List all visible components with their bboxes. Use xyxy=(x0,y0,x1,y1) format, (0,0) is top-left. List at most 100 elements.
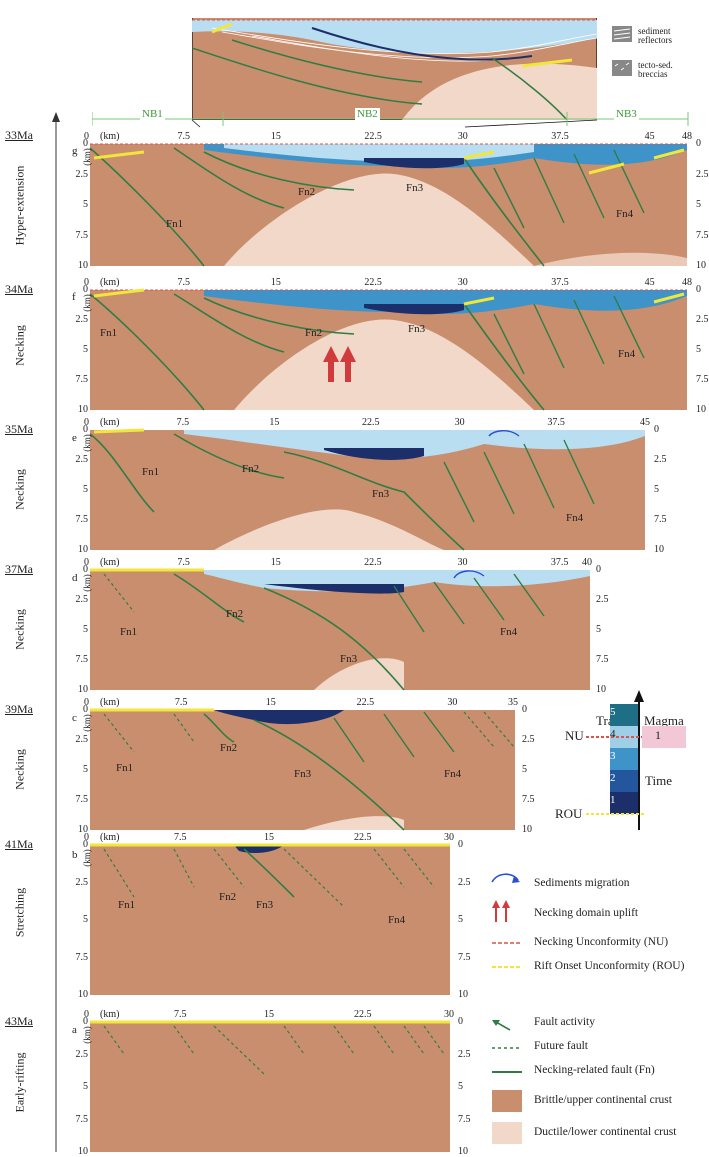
fault-label-b-fn3: Fn3 xyxy=(256,899,274,911)
depth-tick-b: 7.5 xyxy=(458,951,471,963)
depth-tick-left-f: 5 xyxy=(83,344,88,355)
legend-necking-uplift: Necking domain uplift xyxy=(534,907,639,919)
depth-unit-g: (km) xyxy=(81,148,92,166)
depth-tick-a: 10 xyxy=(458,1146,468,1157)
depth-tick-left-g: 10 xyxy=(78,260,88,271)
fault-label-f-fn1: Fn1 xyxy=(100,327,118,339)
x-tick-c: 35 xyxy=(508,697,518,708)
fault-label-f-fn2: Fn2 xyxy=(305,327,323,339)
depth-tick-d: 10 xyxy=(596,684,606,695)
domain-bar xyxy=(92,112,689,126)
depth-unit-c: (km) xyxy=(81,714,92,732)
magma-header: Magma xyxy=(644,713,684,728)
x-tick-f: 7.5 xyxy=(177,277,190,288)
depth-tick-f: 7.5 xyxy=(696,374,709,385)
panel-b xyxy=(90,843,450,995)
x-tick-a: 30 xyxy=(444,1009,454,1020)
km-unit-c: (km) xyxy=(100,697,120,708)
depth-tick-left-f: 2.5 xyxy=(75,314,89,325)
x-tick-a: 22.5 xyxy=(354,1009,372,1020)
legend-nu: Necking Unconformity (NU) xyxy=(534,936,669,948)
inset-legend-breccias: tecto-sed. breccias xyxy=(638,60,673,79)
depth-tick-e: 10 xyxy=(654,544,664,555)
fault-label-d-fn4: Fn4 xyxy=(500,626,518,638)
depth-tick-left-g: 5 xyxy=(83,199,88,210)
x-tick-d: 0 xyxy=(84,557,89,568)
depth-tick-c: 2.5 xyxy=(522,734,535,745)
fault-label-e-fn3: Fn3 xyxy=(372,488,390,500)
depth-tick-left-a: 10 xyxy=(78,1146,88,1157)
depth-tick-left-c: 10 xyxy=(78,824,88,835)
depth-tick-d: 5 xyxy=(596,624,601,635)
x-tick-e: 0 xyxy=(84,417,89,428)
depth-tick-d: 7.5 xyxy=(596,654,609,665)
age-g: 33Ma xyxy=(5,128,33,142)
fault-label-g-fn2: Fn2 xyxy=(298,186,316,198)
depth-unit-a: (km) xyxy=(81,1026,92,1044)
panel-d xyxy=(90,568,590,691)
fault-label-b-fn1: Fn1 xyxy=(118,899,136,911)
time-arrow-icon xyxy=(52,112,60,122)
necking-uplift-icon xyxy=(492,900,510,922)
legend-rou: Rift Onset Unconformity (ROU) xyxy=(534,960,685,972)
depth-unit-f: (km) xyxy=(81,294,92,312)
magma-value: 1 xyxy=(655,728,661,742)
panel-letter-g: g xyxy=(72,145,78,157)
depth-tick-b: 10 xyxy=(458,989,468,1000)
depth-tick-g: 10 xyxy=(696,260,706,271)
inset-legend-reflectors: sediment reflectors xyxy=(638,26,672,45)
panel-e xyxy=(89,428,645,551)
fault-label-b-fn2: Fn2 xyxy=(219,891,237,903)
depth-tick-left-f: 10 xyxy=(78,404,88,415)
x-tick-f: 0 xyxy=(84,277,89,288)
depth-tick-left-b: 0 xyxy=(83,839,88,850)
zoom-connectors xyxy=(191,119,598,128)
legend-icons xyxy=(491,873,522,1144)
depth-tick-d: 2.5 xyxy=(596,594,609,605)
depth-tick-left-e: 2.5 xyxy=(75,454,89,465)
tract-5: 5 xyxy=(610,706,616,718)
x-tick-g: 30 xyxy=(457,131,468,142)
fault-label-e-fn1: Fn1 xyxy=(142,466,160,478)
km-unit-e: (km) xyxy=(100,417,120,428)
rou-label: ROU xyxy=(555,806,583,821)
tract-4: 4 xyxy=(610,728,616,740)
fault-label-e-fn2: Fn2 xyxy=(242,463,260,475)
depth-tick-left-b: 2.5 xyxy=(75,876,89,888)
x-tick-c: 0 xyxy=(84,697,89,708)
x-tick-d: 30 xyxy=(457,557,468,568)
legend-brittle: Brittle/upper continental crust xyxy=(534,1094,672,1106)
x-tick-c: 15 xyxy=(265,697,276,708)
x-tick-c: 22.5 xyxy=(356,697,375,708)
brittle-swatch xyxy=(492,1090,522,1112)
depth-tick-left-e: 0 xyxy=(83,424,88,435)
depth-tick-c: 7.5 xyxy=(522,794,535,805)
uplift-arrow-icon xyxy=(340,346,356,382)
ductile-swatch xyxy=(492,1122,522,1144)
fault-label-d-fn2: Fn2 xyxy=(226,608,244,620)
x-tick-e: 15 xyxy=(269,417,280,428)
age-a: 43Ma xyxy=(5,1014,33,1028)
domain-nb3: NB3 xyxy=(614,108,639,120)
fault-label-f-fn3: Fn3 xyxy=(408,323,426,335)
depth-tick-left-d: 7.5 xyxy=(75,654,89,665)
panel-c xyxy=(90,708,515,831)
depth-tick-b: 2.5 xyxy=(458,876,471,888)
fault-label-g-fn1: Fn1 xyxy=(166,218,184,230)
stage-c: Necking xyxy=(12,749,27,790)
depth-tick-g: 0 xyxy=(696,138,701,149)
domain-nb2: NB2 xyxy=(355,108,380,120)
panel-letter-c: c xyxy=(72,712,77,724)
x-tick-f: 48 xyxy=(682,277,692,288)
x-tick-g: 22.5 xyxy=(364,131,382,142)
legend-sediments-migration: Sediments migration xyxy=(534,877,630,889)
panel-letter-b: b xyxy=(72,849,78,861)
x-tick-f: 30 xyxy=(457,277,468,288)
depth-tick-f: 2.5 xyxy=(696,314,709,325)
panel-letter-f: f xyxy=(72,291,76,303)
depth-tick-g: 5 xyxy=(696,199,701,210)
depth-tick-left-d: 5 xyxy=(83,624,88,635)
x-tick-b: 30 xyxy=(444,832,454,843)
depth-tick-left-g: 0 xyxy=(83,138,88,149)
stage-a: Early-rifting xyxy=(12,1052,27,1113)
